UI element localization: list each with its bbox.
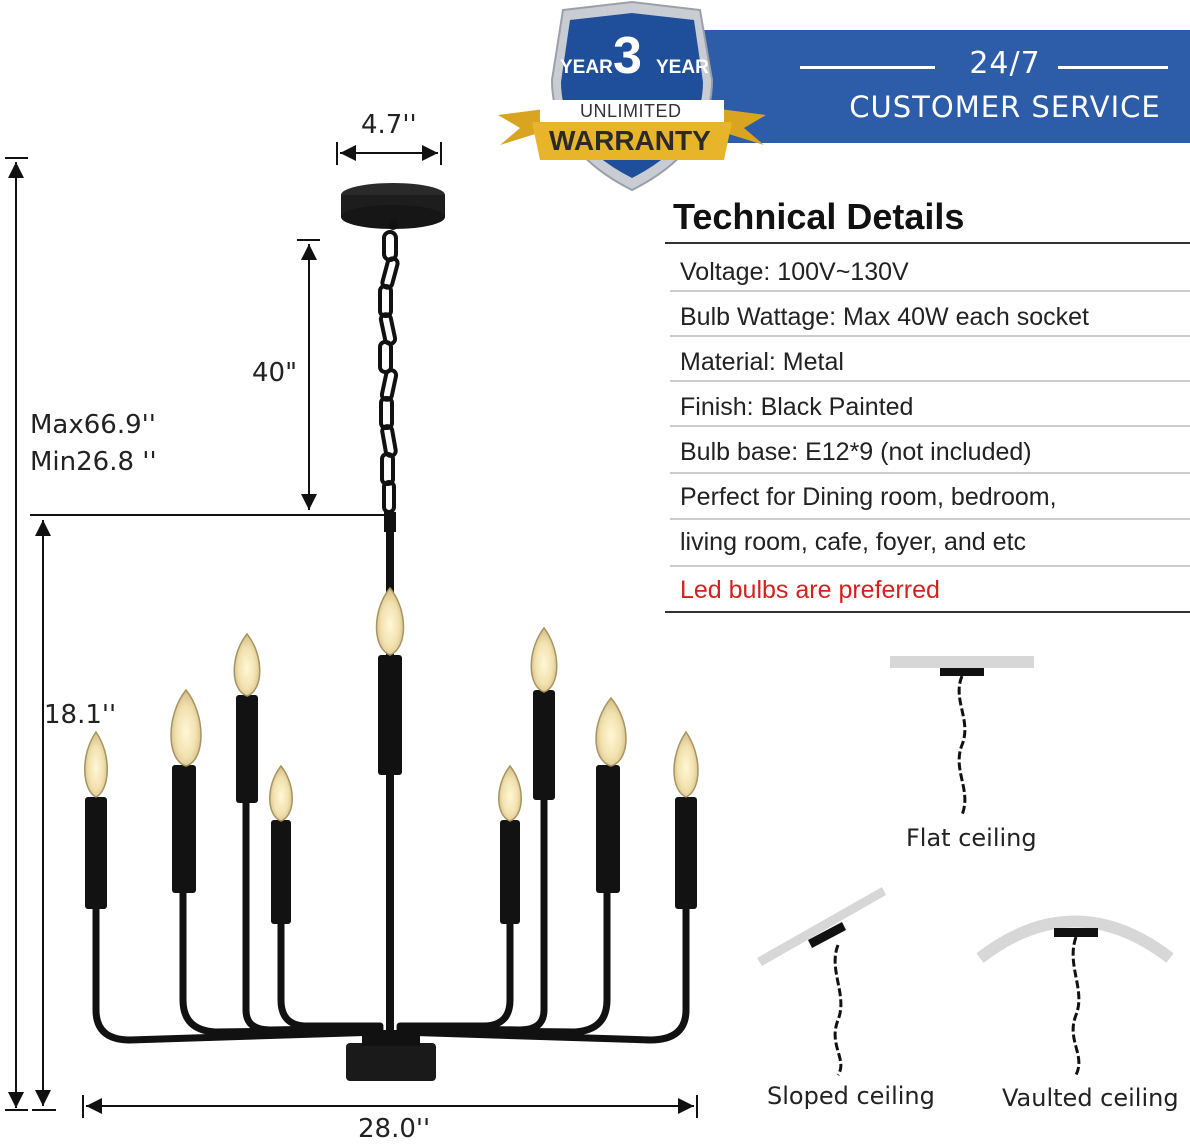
max-height-label: Max66.9'' [30, 410, 156, 440]
customer-service-banner [700, 30, 1190, 143]
row-divider [670, 380, 1190, 382]
banner-top-text: 24/7 [969, 46, 1041, 81]
bulbs [84, 586, 699, 822]
row-divider [670, 425, 1190, 427]
banner-divider-left [800, 66, 935, 69]
sloped-ceiling-caption: Sloped ceiling [767, 1082, 935, 1110]
row-divider [670, 472, 1190, 474]
body-width-label: 28.0'' [358, 1114, 431, 1144]
vaulted-ceiling-caption: Vaulted ceiling [1002, 1084, 1179, 1112]
chain-length-label: 40" [252, 358, 298, 388]
body-height-label: 18.1'' [44, 700, 117, 730]
flat-ceiling-illustration [890, 656, 1034, 816]
spec-usage-line1: Perfect for Dining room, bedroom, [680, 483, 1057, 511]
spec-material: Material: Metal [680, 348, 844, 376]
center-hub [346, 1043, 436, 1081]
bottom-rule [665, 611, 1190, 613]
spec-usage-line2: living room, cafe, foyer, and etc [680, 528, 1027, 556]
spec-finish: Finish: Black Painted [680, 393, 914, 421]
sloped-ceiling-illustration [757, 887, 886, 1076]
row-divider [670, 290, 1190, 292]
banner-divider-right [1058, 66, 1168, 69]
dimension-lines [5, 142, 698, 1118]
badge-number: 3 [613, 27, 642, 85]
row-divider [670, 518, 1190, 520]
spec-wattage: Bulb Wattage: Max 40W each socket [680, 303, 1089, 331]
chain [378, 230, 400, 514]
badge-unlimited: UNLIMITED [580, 101, 682, 121]
badge-year-left: YEAR [560, 57, 613, 78]
banner-bottom-text: CUSTOMER SERVICE [849, 90, 1161, 124]
vaulted-ceiling-illustration [976, 915, 1174, 1076]
spec-voltage: Voltage: 100V~130V [680, 258, 909, 286]
arms [92, 796, 690, 1044]
row-divider [670, 335, 1190, 337]
badge-warranty: WARRANTY [549, 125, 711, 156]
min-height-label: Min26.8 '' [30, 447, 157, 477]
title-rule [665, 242, 1190, 244]
row-divider [670, 565, 1190, 567]
technical-details-title: Technical Details [673, 196, 965, 237]
canopy-width-label: 4.7'' [361, 110, 417, 140]
badge-year-right: YEAR [656, 57, 709, 78]
spec-note: Led bulbs are preferred [680, 576, 940, 604]
flat-ceiling-caption: Flat ceiling [906, 824, 1037, 852]
spec-bulb-base: Bulb base: E12*9 (not included) [680, 438, 1032, 466]
